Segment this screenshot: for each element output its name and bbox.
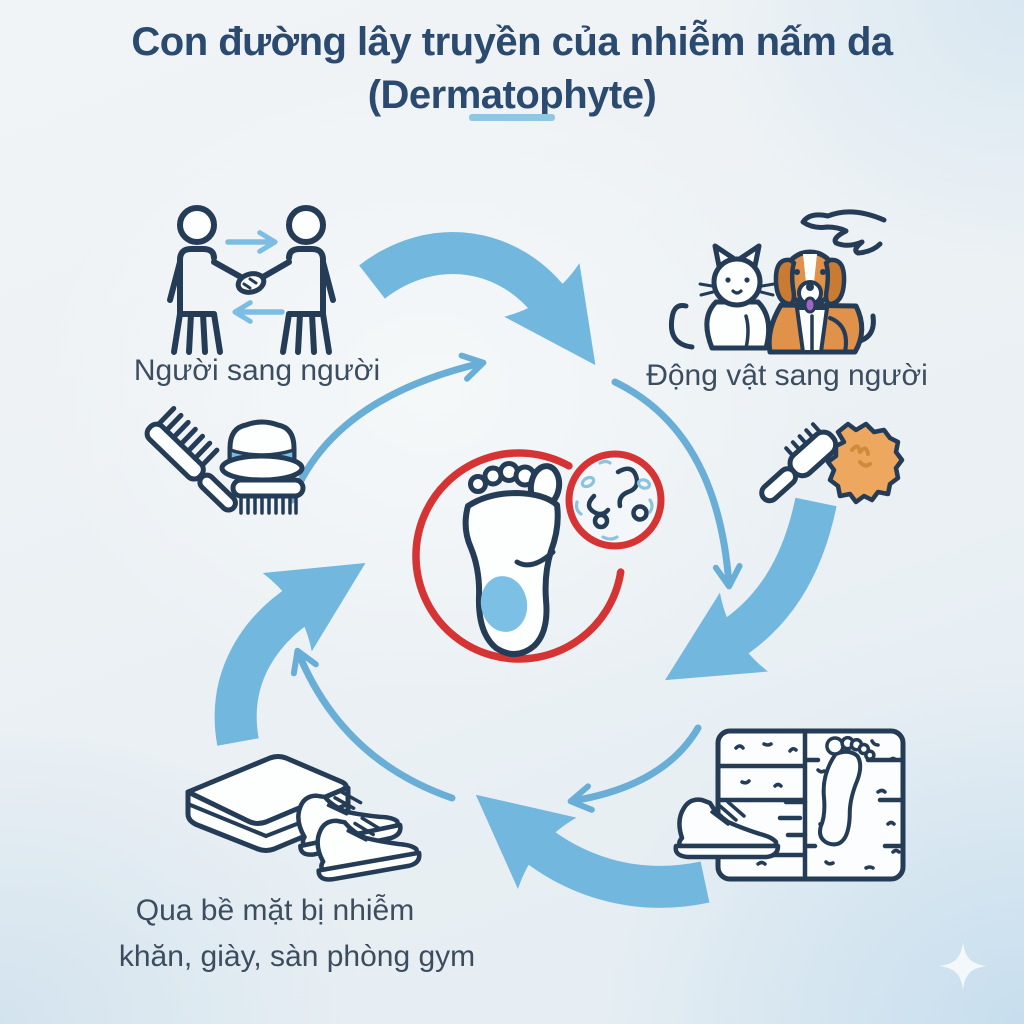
hat-icon — [219, 419, 305, 483]
infection-spot — [480, 576, 528, 632]
footprint-icon — [817, 735, 876, 847]
cat-icon — [668, 243, 776, 351]
person-left — [167, 205, 251, 355]
red-circle-icon — [412, 449, 625, 663]
title-underline — [469, 114, 555, 121]
shoes-pair-icon — [296, 790, 422, 882]
floor-tiles-icon — [673, 728, 906, 882]
label-surface-line2: khăn, giày, sàn phòng gym — [118, 940, 476, 973]
handshake-hands — [235, 271, 267, 295]
inner-cycle-arrows — [288, 352, 743, 813]
small-comb-icon — [230, 477, 306, 515]
cycle-arrow-top-icon — [359, 232, 596, 366]
thin-arc-right-icon — [611, 378, 743, 590]
sneaker-icon — [673, 797, 781, 860]
comb-icon — [144, 405, 238, 513]
cycle-arrow-left-icon — [214, 563, 366, 746]
label-surface-line1: Qua bề mặt bị nhiễm — [135, 894, 415, 927]
fur-patch-icon — [825, 421, 905, 505]
exchange-arrows-icon — [225, 230, 285, 324]
page-title: Con đường lây truyền của nhiễm nấm da (D… — [0, 16, 1024, 122]
right-fomites — [759, 421, 905, 505]
towel-icon — [185, 754, 351, 853]
contaminated-items — [185, 754, 422, 882]
foot-icon — [462, 461, 563, 657]
thin-arc-bottom-icon — [567, 724, 702, 813]
thin-arc-top-icon — [288, 352, 487, 504]
thin-arc-left-icon — [290, 647, 456, 802]
left-fomites — [144, 405, 306, 515]
fungus-magnifier-icon — [565, 450, 665, 550]
dog-icon — [766, 249, 876, 355]
label-animal-to-person: Động vật sang người — [646, 359, 928, 392]
label-person-to-person: Người sang người — [133, 354, 381, 387]
handshake-people-icon — [167, 205, 336, 355]
outer-cycle-arrows — [214, 232, 837, 908]
cycle-arrow-right-icon — [665, 497, 837, 681]
cycle-arrow-bottom-icon — [475, 794, 710, 908]
title-line2: (Dermatophyte) — [367, 72, 657, 117]
shoe-front — [315, 816, 422, 882]
petting-hand-icon — [800, 209, 887, 256]
animal-group — [668, 209, 887, 355]
sparkle-icon — [939, 942, 987, 990]
title-line1: Con đường lây truyền của nhiễm nấm da — [131, 20, 893, 64]
infected-foot-icon — [412, 449, 665, 663]
person-right — [253, 205, 336, 355]
brush-icon — [759, 422, 839, 504]
